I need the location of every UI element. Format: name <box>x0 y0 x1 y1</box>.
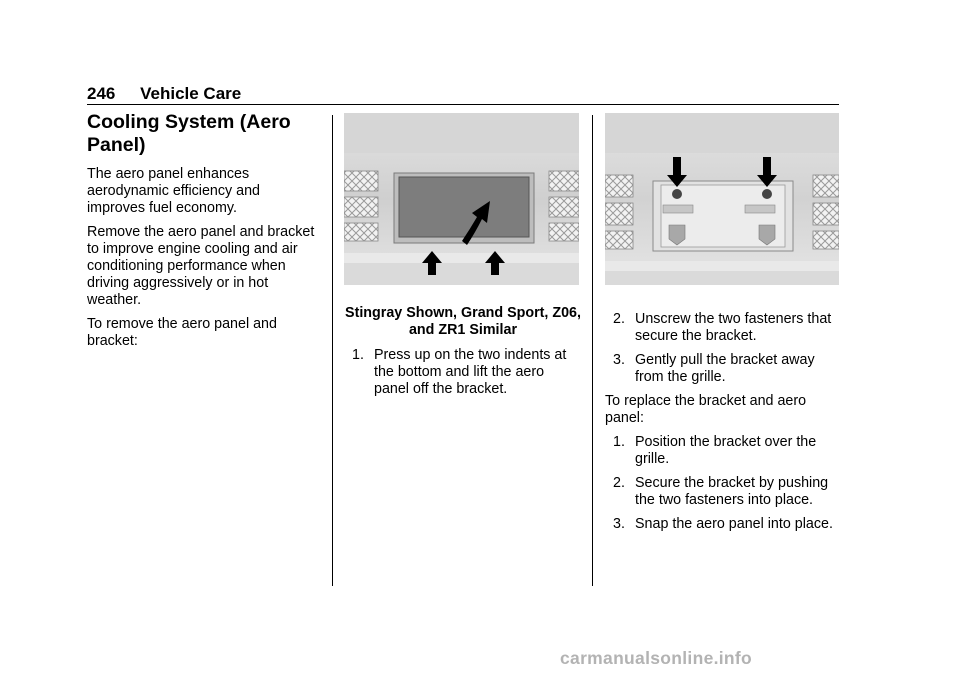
section-title: Vehicle Care <box>140 84 242 103</box>
column-divider-1 <box>332 115 333 586</box>
step-item: 2. Unscrew the two fasteners that secure… <box>605 311 841 345</box>
column-3: 2. Unscrew the two fasteners that secure… <box>605 113 841 540</box>
replace-steps: 1. Position the bracket over the grille.… <box>605 434 841 533</box>
page-header: 246 Vehicle Care <box>87 84 241 104</box>
replace-intro: To replace the bracket and aero panel: <box>605 393 807 426</box>
column-2: Stingray Shown, Grand Sport, Z06, and ZR… <box>344 113 582 405</box>
step-text: Snap the aero panel into place. <box>635 516 833 532</box>
step-number: 3. <box>613 516 625 532</box>
step-text: Gently pull the bracket away from the gr… <box>635 352 815 385</box>
paragraph-2: Remove the aero panel and bracket to imp… <box>87 224 315 308</box>
step-text: Press up on the two indents at the botto… <box>374 347 567 397</box>
step-text: Position the bracket over the grille. <box>635 434 817 467</box>
step-item: 1. Press up on the two indents at the bo… <box>344 347 582 398</box>
removal-steps-2: 2. Unscrew the two fasteners that secure… <box>605 311 841 386</box>
bracket-fastener-illustration <box>605 113 839 285</box>
step-item: 2. Secure the bracket by pushing the two… <box>605 475 841 509</box>
header-rule <box>87 104 839 105</box>
step-number: 1. <box>352 347 364 363</box>
figure-caption: Stingray Shown, Grand Sport, Z06, and ZR… <box>345 305 581 338</box>
paragraph-1: The aero panel enhances aerodynamic effi… <box>87 166 260 216</box>
step-text: Secure the bracket by pushing the two fa… <box>635 475 829 508</box>
removal-steps-1: 1. Press up on the two indents at the bo… <box>344 347 582 398</box>
watermark: carmanualsonline.info <box>560 648 753 668</box>
column-1: Cooling System (Aero Panel) The aero pan… <box>87 111 321 357</box>
aero-panel-illustration <box>344 113 579 285</box>
step-item: 1. Position the bracket over the grille. <box>605 434 841 468</box>
paragraph-3: To remove the aero panel and bracket: <box>87 316 277 349</box>
step-item: 3. Snap the aero panel into place. <box>605 516 841 533</box>
step-number: 2. <box>613 311 625 327</box>
section-heading: Cooling System (Aero Panel) <box>87 111 291 156</box>
step-number: 3. <box>613 352 625 368</box>
step-number: 2. <box>613 475 625 491</box>
step-text: Unscrew the two fasteners that secure th… <box>635 311 832 344</box>
step-number: 1. <box>613 434 625 450</box>
page-number: 246 <box>87 84 116 103</box>
column-divider-2 <box>592 115 593 586</box>
step-item: 3. Gently pull the bracket away from the… <box>605 352 841 386</box>
